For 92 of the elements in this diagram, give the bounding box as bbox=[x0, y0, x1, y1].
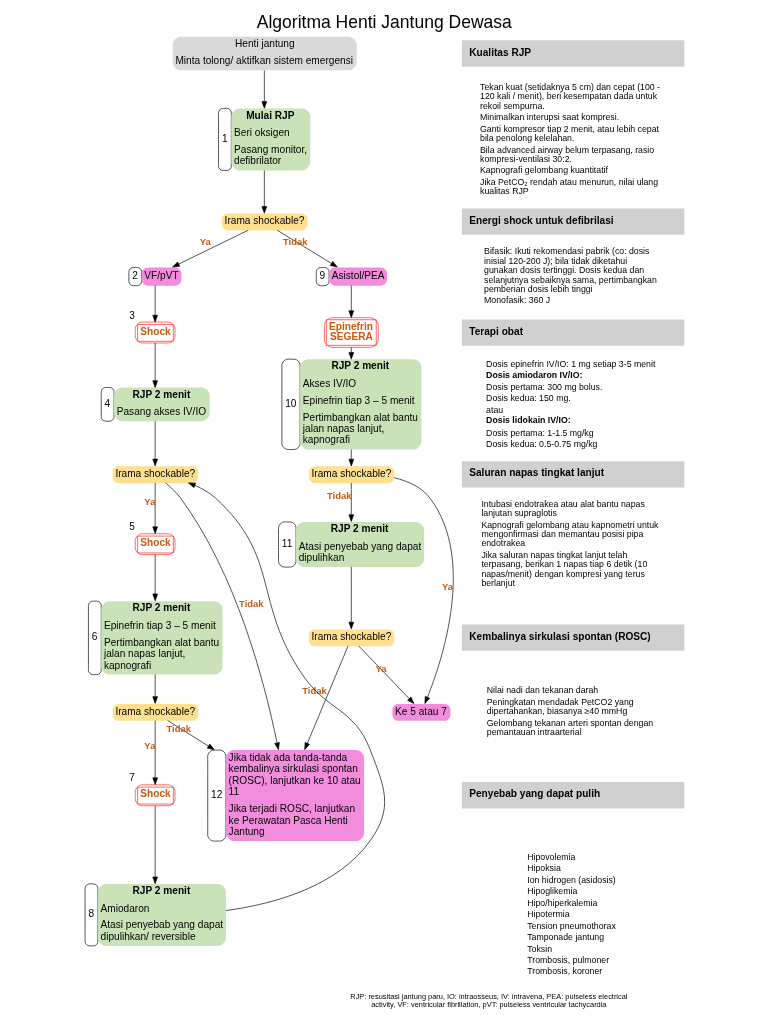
arrow bbox=[151, 719, 158, 785]
label: Dosis epinefrin IV/IO: 1 mg setiap 3-5 menit bbox=[485, 358, 655, 369]
label: Trombosis, pulmoner bbox=[526, 954, 609, 965]
arrow bbox=[151, 804, 158, 884]
caption: RJP: resusitasi jantung paru, IO: intraosseus, IV: intravena, PEA: pulseless electrical activity, VF: ventricular fibrillation, pVT: pulseless ventricular tachycardia bbox=[349, 991, 627, 1009]
node-box: Irama shockable? bbox=[112, 703, 198, 721]
arrow bbox=[348, 284, 354, 318]
label: Hipoglikemia bbox=[526, 885, 577, 896]
node-label: 1 bbox=[221, 132, 228, 144]
node-label: 8 bbox=[87, 907, 94, 919]
node-label: 2 bbox=[131, 269, 138, 281]
arrow bbox=[276, 229, 338, 267]
arrow bbox=[348, 448, 354, 466]
node-label: 9 bbox=[319, 269, 325, 281]
arrow bbox=[348, 482, 354, 522]
label: Hipovolemia bbox=[526, 851, 575, 862]
label: Monofasik: 360 J bbox=[483, 294, 550, 305]
label: Gelombang tekanan arteri spontan dengan pemantauan intraarterial bbox=[486, 717, 653, 737]
node-box: Saluran napas tingkat lanjut bbox=[461, 460, 684, 488]
edge-label: Tidak bbox=[238, 597, 264, 609]
node-box: Kembalinya sirkulasi spontan (ROSC) bbox=[461, 623, 684, 651]
node-box: Irama shockable? bbox=[308, 628, 394, 646]
label: Toksin bbox=[526, 943, 552, 954]
label: Kapnografi gelombang kuantitatif bbox=[479, 164, 608, 175]
node-box: Irama shockable? bbox=[112, 465, 198, 483]
label: Nilai nadi dan tekanan darah bbox=[486, 684, 598, 695]
node-box: Kualitas RJP bbox=[461, 39, 684, 67]
node-label: 10 bbox=[284, 397, 296, 409]
label: Bifasik: Ikuti rekomendasi pabrik (co: dosis inisial 120-200 J); bila tidak diketahui gunakan dosis tertinggi. Dosis kedua dan selanjutnya sebaiknya sama, pertimbangkan pemberian dosis lebih tinggi bbox=[483, 245, 657, 294]
edge-label: Tidak bbox=[282, 235, 307, 247]
label: Dosis lidokain IV/IO: bbox=[485, 414, 571, 425]
arrow bbox=[151, 553, 158, 601]
node-box: Irama shockable? bbox=[308, 465, 394, 483]
label: atau bbox=[485, 404, 503, 415]
label: Ganti kompresor tiap 2 menit, atau lebih cepat bila penolong kelelahan. bbox=[479, 123, 659, 143]
label: Jika saluran napas tingkat lanjut telah terpasang, berikan 1 napas tiap 6 detik (10 napas/menit) dengan kompresi yang terus berlanjut bbox=[480, 549, 647, 588]
node-label: 5 bbox=[128, 520, 135, 532]
arrow bbox=[166, 719, 215, 750]
node-label: 3 bbox=[128, 309, 135, 321]
node-label: 12 bbox=[210, 788, 222, 800]
label: Minimalkan interupsi saat kompresi. bbox=[479, 111, 619, 122]
label: Hipoksia bbox=[526, 862, 561, 873]
arrow bbox=[151, 284, 158, 322]
label: Jika PetCO₂ rendah atau menurun, nilai ulang kualitas RJP bbox=[479, 176, 658, 196]
node-label: 6 bbox=[91, 630, 97, 642]
diagram-title: Algoritma Henti Jantung Dewasa bbox=[256, 11, 512, 32]
arrow bbox=[187, 482, 385, 911]
arrow bbox=[348, 346, 354, 359]
arrow bbox=[348, 566, 354, 629]
node-box: Terapi obat bbox=[461, 318, 684, 346]
node-box: Ke 5 atau 7 bbox=[391, 703, 450, 721]
arrow bbox=[261, 69, 267, 109]
label: Dosis pertama: 1-1.5 mg/kg bbox=[485, 427, 594, 438]
label: Intubasi endotrakea atau alat bantu napas lanjutan supraglotis bbox=[480, 498, 645, 518]
node-label: 7 bbox=[128, 771, 135, 783]
label: Hipotermia bbox=[526, 908, 570, 919]
node-label: 4 bbox=[104, 397, 110, 409]
label: Dosis amiodaron IV/IO: bbox=[485, 369, 582, 380]
edge-label: Ya bbox=[143, 495, 155, 507]
label: Tension pneumothorax bbox=[526, 920, 616, 931]
label: Peningkatan mendadak PetCO2 yang dipertahankan, biasanya ≥40 mmHg bbox=[486, 696, 634, 716]
node-label: 11 bbox=[281, 537, 292, 549]
arrow bbox=[261, 169, 267, 214]
label: Bila advanced airway belum terpasang, rasio kompresi-ventilasi 30:2. bbox=[479, 144, 654, 164]
edge-label: Ya bbox=[143, 739, 155, 751]
label: Ion hidrogen (asidosis) bbox=[526, 874, 616, 885]
node-box: Penyebab yang dapat pulih bbox=[461, 781, 684, 808]
edge-label: Tidak bbox=[166, 722, 191, 734]
label: Tamponade jantung bbox=[526, 931, 604, 942]
edge-label: Ya bbox=[199, 235, 211, 247]
node-box: Henti jantung Minta tolong/ aktifkan sistem emergensi bbox=[172, 36, 357, 70]
arrow bbox=[151, 673, 158, 704]
arrow bbox=[303, 645, 348, 750]
edge-label: Tidak bbox=[326, 489, 351, 501]
arrow bbox=[357, 645, 414, 704]
arrow bbox=[164, 482, 280, 750]
label: Dosis kedua: 150 mg. bbox=[485, 392, 571, 403]
label: Hipo/hiperkalemia bbox=[526, 897, 597, 908]
node-box: Energi shock untuk defibrilasi bbox=[461, 208, 684, 235]
edge-label: Ya bbox=[375, 662, 387, 674]
label: Trombosis, koroner bbox=[526, 965, 602, 976]
arrow bbox=[151, 420, 158, 466]
label: Tekan kuat (setidaknya 5 cm) dan cepat (100 - 120 kali / menit), beri kesempatan dada untuk rekoil sempurna. bbox=[479, 81, 660, 111]
arrow bbox=[151, 342, 158, 388]
node-box: Irama shockable? bbox=[221, 213, 307, 230]
arrow bbox=[151, 482, 158, 534]
arrow bbox=[171, 229, 249, 267]
edge-label: Ya bbox=[441, 580, 453, 592]
label: Dosis pertama: 300 mg bolus. bbox=[485, 381, 602, 392]
label: Dosis kedua: 0.5-0.75 mg/kg bbox=[485, 438, 597, 449]
arrow bbox=[393, 476, 453, 704]
label: Kapnografi gelombang atau kapnometri untuk mengonfirmasi dan memantau posisi pipa endotrakea bbox=[480, 519, 658, 548]
